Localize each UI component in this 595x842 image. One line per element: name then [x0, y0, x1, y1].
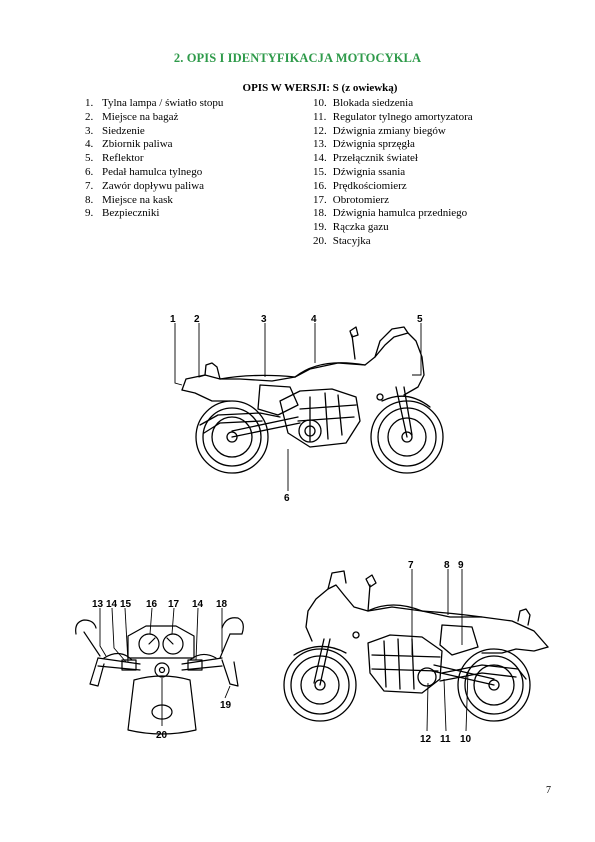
list-item: 4.Zbiornik paliwa: [85, 138, 173, 151]
callout-label: 14: [192, 599, 204, 610]
tank-top-icon: [127, 675, 197, 735]
version-subheading: OPIS W WERSJI: S (z owiewką): [242, 82, 398, 94]
ignition-icon: [154, 662, 170, 678]
mirror-icon: [349, 326, 359, 360]
engine-icon: [279, 388, 361, 448]
list-item: 10. Blokada siedzenia: [313, 97, 414, 109]
list-item: 9.Bezpieczniki: [85, 207, 160, 220]
list-item: 12. Dźwignia zmiany biegów: [313, 124, 446, 137]
list-item: 3.Siedzenie: [85, 124, 145, 137]
list-item: 7.Zawór dopływu paliwa: [85, 179, 205, 192]
switch-housing-icon: [187, 659, 203, 671]
list-item: 15. Dźwignia ssania: [313, 165, 406, 178]
instrument-cluster-icon: [127, 625, 195, 659]
list-item: 14. Przełącznik świateł: [313, 152, 418, 165]
motorcycle-right-side-figure: 7 8 9 12 11 10: [283, 560, 549, 745]
front-wheel-icon: [370, 400, 444, 474]
callout-label: 4: [311, 314, 317, 325]
exhaust-icon: [199, 412, 281, 434]
list-item: 20. Stacyjka: [313, 234, 371, 247]
callout-label: 6: [284, 493, 290, 504]
switch-housing-icon: [121, 659, 137, 671]
list-item: 5.Reflektor: [85, 152, 144, 165]
grab-rail-icon: [517, 608, 531, 626]
callout-label: 20: [156, 730, 168, 741]
motorcycle-left-side-figure: 1 2 3 4 5 6: [170, 314, 444, 504]
handlebar-dashboard-figure: 13 14 15 16 17 14 18 19 20: [75, 599, 244, 741]
callout-label: 3: [261, 314, 267, 325]
throttle-grip-icon: [221, 659, 239, 687]
callout-label: 12: [420, 734, 432, 745]
front-wheel-icon: [283, 648, 357, 722]
list-item: 16. Prędkościomierz: [313, 179, 407, 192]
parts-list-right: 10. Blokada siedzenia 11. Regulator tyln…: [313, 97, 553, 249]
grab-rail-icon: [204, 362, 221, 380]
mirror-icon: [75, 619, 101, 657]
callout-label: 9: [458, 560, 464, 571]
callout-label: 14: [106, 599, 118, 610]
mirror-icon: [365, 574, 377, 612]
section-heading: 2. OPIS I IDENTYFIKACJA MOTOCYKLA: [173, 51, 422, 65]
list-item: 19. Rączka gazu: [313, 221, 389, 234]
exhaust-icon: [439, 664, 527, 682]
list-item: 1.Tylna lampa / światło stopu: [85, 97, 224, 109]
mirror-icon: [219, 617, 244, 659]
rear-wheel-icon: [457, 648, 531, 722]
list-item: 11. Regulator tylnego amortyzatora: [313, 110, 473, 123]
engine-icon: [367, 634, 443, 694]
callout-label: 15: [120, 599, 132, 610]
callout-label: 16: [146, 599, 158, 610]
page-number: 7: [546, 785, 551, 796]
list-item: 6.Pedał hamulca tylnego: [85, 165, 203, 178]
callout-label: 8: [444, 560, 450, 571]
callout-label: 19: [220, 700, 232, 711]
callout-label: 17: [168, 599, 180, 610]
callout-label: 5: [417, 314, 423, 325]
callout-label: 2: [194, 314, 200, 325]
list-item: 8.Miejsce na kask: [85, 193, 173, 206]
callout-label: 1: [170, 314, 176, 325]
list-item: 2.Miejsce na bagaż: [85, 110, 179, 123]
list-item: 13. Dźwignia sprzęgła: [313, 138, 415, 151]
list-item: 18. Dźwignia hamulca przedniego: [313, 207, 468, 220]
parts-list-left: 1.Tylna lampa / światło stopu 2.Miejsce …: [85, 97, 305, 221]
list-item: 17. Obrotomierz: [313, 193, 389, 206]
rear-wheel-icon: [195, 400, 269, 474]
windscreen-icon: [327, 570, 347, 590]
callout-label: 10: [460, 734, 472, 745]
callout-label: 18: [216, 599, 228, 610]
callout-label: 7: [408, 560, 414, 571]
callout-label: 13: [92, 599, 104, 610]
callout-label: 11: [440, 734, 451, 745]
